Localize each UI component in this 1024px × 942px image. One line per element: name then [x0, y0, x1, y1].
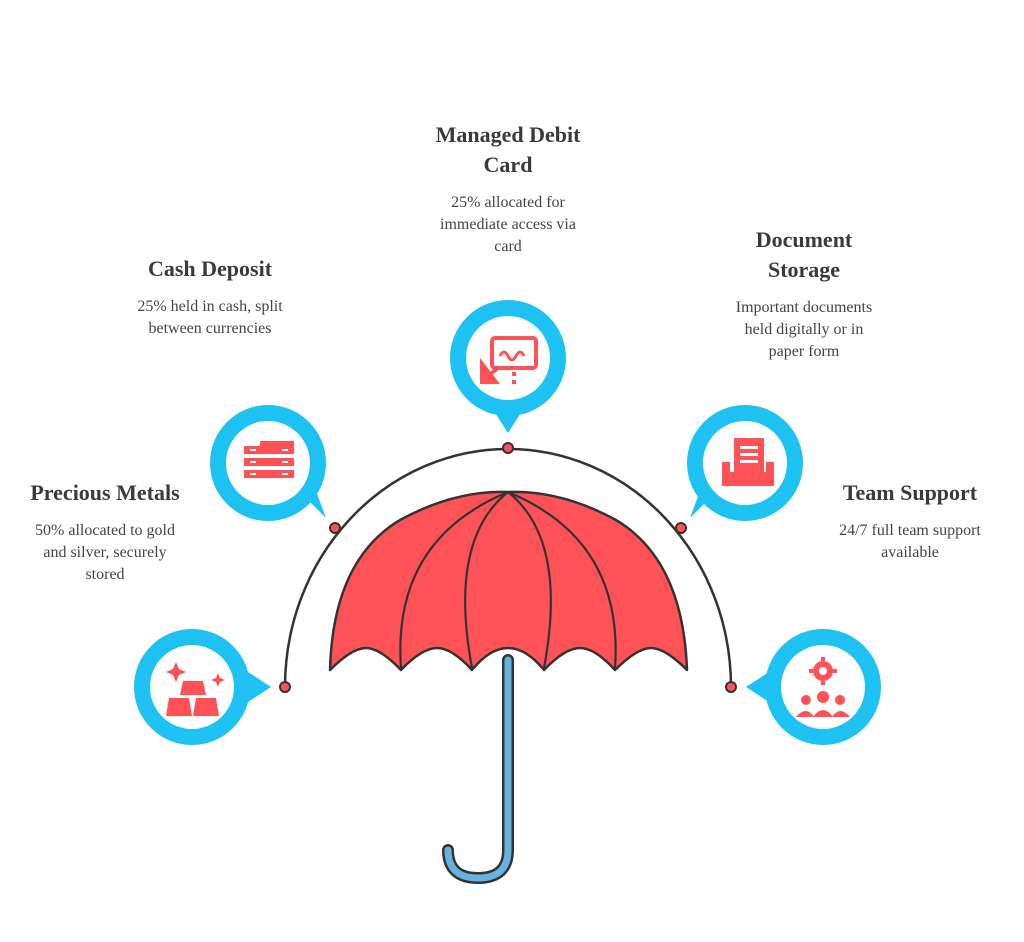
bubble-managed-debit-card [450, 300, 566, 433]
item-precious-metals: Precious Metals 50% allocated to gold an… [10, 478, 200, 586]
umbrella-handle [442, 654, 514, 885]
card-payment-icon [480, 336, 538, 384]
item-title: Precious Metals [30, 480, 180, 505]
item-managed-debit-card: Managed Debit Card 25% allocated for imm… [398, 120, 618, 258]
bubble-team-support [746, 629, 881, 745]
connector-dot [502, 442, 514, 454]
item-description: 25% allocated for immediate access via c… [440, 194, 576, 255]
item-title: Cash Deposit [147, 256, 273, 281]
connector-dot [279, 681, 291, 693]
umbrella-handle-fill [444, 656, 512, 882]
item-team-support: Team Support 24/7 full team support avai… [800, 478, 1020, 564]
item-cash-deposit: Cash Deposit 25% held in cash, split bet… [100, 254, 320, 340]
item-description: Important documents held digitally or in… [735, 299, 873, 360]
item-document-storage: Document Storage Important documents hel… [694, 225, 914, 363]
team-support-icon [796, 657, 850, 717]
connector-dot [329, 522, 341, 534]
item-title: Managed Debit Card [435, 122, 581, 177]
item-description: 24/7 full team support available [839, 522, 981, 561]
item-description: 25% held in cash, split between currenci… [137, 298, 283, 337]
connector-dots [279, 442, 737, 693]
item-description: 50% allocated to gold and silver, secure… [35, 522, 175, 583]
cash-stack-icon [244, 441, 294, 478]
item-title: Document Storage [755, 227, 853, 282]
connector-dot [675, 522, 687, 534]
bubble-document-storage [687, 405, 803, 521]
connector-dot [725, 681, 737, 693]
item-title: Team Support [842, 480, 978, 505]
bubble-cash-deposit [210, 405, 326, 521]
bubble-precious-metals [134, 629, 271, 745]
umbrella-canopy [328, 490, 689, 672]
gold-bars-icon [166, 662, 225, 716]
document-tray-icon [722, 438, 774, 486]
